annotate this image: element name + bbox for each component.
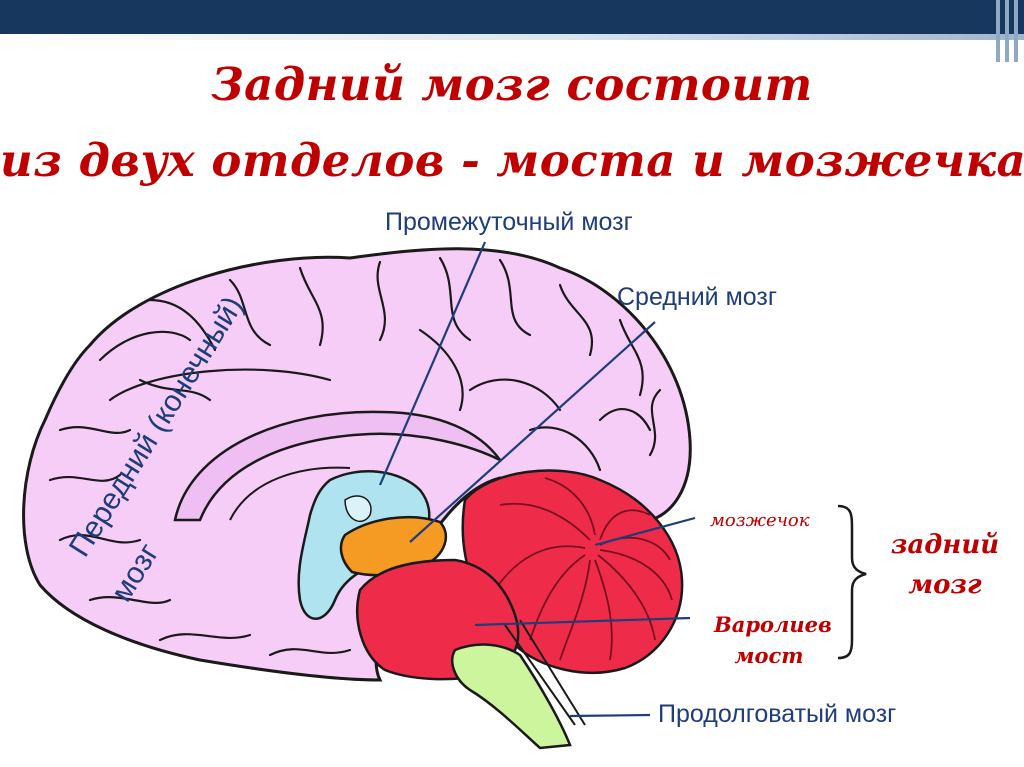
pointer-lines — [378, 241, 696, 718]
cortex-folds — [48, 256, 662, 657]
fornix-line — [229, 466, 351, 521]
slide-title-line2: из двух отделов - моста и мозжечка — [0, 134, 1024, 187]
header-bar — [0, 0, 1024, 34]
cerebellum-folia — [494, 477, 673, 661]
label-hindbrain-line2: мозг — [908, 570, 982, 600]
header-accent-stripe — [0, 34, 1024, 40]
label-pons-line2: мост — [734, 643, 804, 668]
label-cerebellum: мозжечок — [710, 510, 810, 531]
header-vertical-stripe — [996, 0, 1000, 62]
header-vertical-stripe — [1005, 0, 1009, 62]
label-pons-line1: Варолиев — [714, 612, 832, 637]
header-vertical-stripe — [1014, 0, 1018, 62]
label-hindbrain-line1: задний — [890, 530, 1000, 560]
pons-pointer — [474, 616, 691, 627]
slide-title-line1: Задний мозг состоит — [211, 58, 813, 111]
midbrain-pointer — [409, 321, 656, 543]
medulla — [451, 643, 572, 750]
label-midbrain: Средний мозг — [617, 283, 777, 311]
medulla-pointer — [569, 713, 651, 718]
thalamus-detail — [344, 495, 372, 522]
brainstem-lines — [504, 619, 586, 726]
cerebellum-pointer — [594, 516, 696, 547]
hindbrain-brace — [837, 504, 867, 660]
label-diencephalon: Промежуточный мозг — [385, 208, 633, 236]
diencephalon-pointer — [378, 241, 487, 486]
label-medulla: Продолговатый мозг — [658, 700, 897, 728]
